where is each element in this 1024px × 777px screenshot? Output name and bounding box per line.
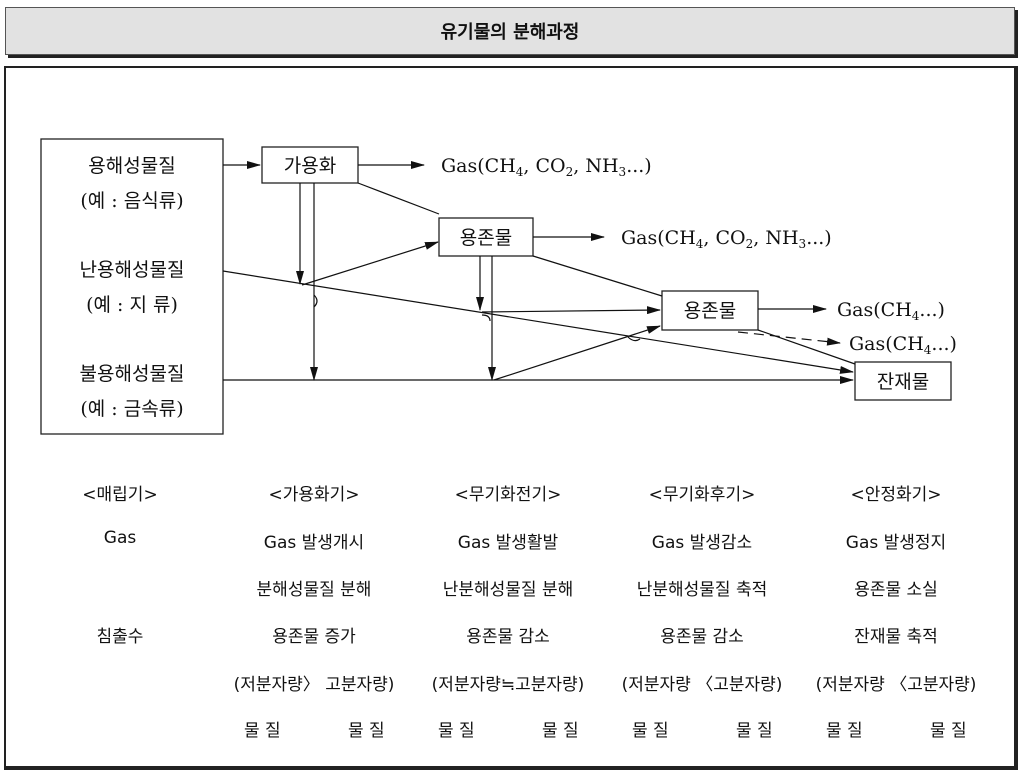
gas-label-1: Gas(CH4, CO2, NH3...) bbox=[441, 155, 652, 179]
hard-soluble-example: (예 : 지 류) bbox=[86, 294, 178, 316]
arrow-gas-4-dashed bbox=[737, 331, 841, 346]
stage-leachate: 용존물 감소 bbox=[466, 627, 550, 647]
stage-ratio: (저분자량 〈고분자량) bbox=[621, 675, 783, 695]
input-box bbox=[40, 138, 224, 435]
solubilization-box bbox=[261, 146, 359, 184]
stage-process: 난분해성물질 분해 bbox=[442, 580, 574, 600]
arrow-up-to-dissolved1 bbox=[301, 241, 439, 286]
insoluble-example: (예 : 금속류) bbox=[80, 398, 183, 420]
dissolved-box-1 bbox=[438, 217, 534, 257]
stage-header: <무기화후기> bbox=[648, 485, 756, 505]
decomposition-diagram: 용해성물질 (예 : 음식류) 난용해성물질 (예 : 지 류) 불용해성물질 … bbox=[40, 138, 957, 435]
residue-box bbox=[854, 361, 952, 401]
stage-leachate: 침출수 bbox=[96, 627, 144, 647]
ratio-left-unit: 물 질 bbox=[438, 721, 475, 741]
stage-ratio: (저분자량 〈고분자량) bbox=[815, 675, 977, 695]
dissolved-box-2 bbox=[661, 290, 759, 331]
dissolved-label-1: 용존물 bbox=[460, 227, 512, 249]
stage-header: <무기화전기> bbox=[454, 485, 562, 505]
line-d2-to-residue bbox=[757, 329, 856, 365]
insoluble-label: 불용해성물질 bbox=[80, 363, 185, 385]
stage-table: <매립기> Gas 침출수 <가용화기> Gas 발생개시 분해성물질 분해 용… bbox=[0, 470, 1024, 760]
ratio-left-unit: 물 질 bbox=[826, 721, 863, 741]
stage-header: <안정화기> bbox=[850, 485, 942, 505]
stage-leachate: 용존물 감소 bbox=[660, 627, 744, 647]
stage-gas: Gas bbox=[103, 528, 137, 548]
stage-leachate: 잔재물 축적 bbox=[854, 627, 938, 647]
stage-gas: Gas 발생감소 bbox=[651, 533, 753, 553]
solubilization-label: 가용화 bbox=[284, 155, 336, 177]
gas-label-4: Gas(CH4...) bbox=[849, 333, 957, 357]
line-d1-to-d2 bbox=[532, 255, 663, 297]
content-frame bbox=[4, 66, 1018, 770]
dissolved-label-2: 용존물 bbox=[684, 300, 736, 322]
stage-gas: Gas 발생정지 bbox=[845, 533, 947, 553]
ratio-right-unit: 물 질 bbox=[348, 721, 385, 741]
soluble-example: (예 : 음식류) bbox=[80, 190, 183, 212]
arrow-up-to-dissolved2 bbox=[493, 325, 661, 381]
ratio-right-unit: 물 질 bbox=[542, 721, 579, 741]
stage-header: <가용화기> bbox=[268, 485, 360, 505]
stage-ratio: (저분자량≒고분자량) bbox=[431, 675, 585, 695]
page-title: 유기물의 분해과정 bbox=[440, 22, 580, 43]
stage-header: <매립기> bbox=[82, 485, 158, 505]
residue-label: 잔재물 bbox=[877, 371, 929, 393]
stage-leachate: 용존물 증가 bbox=[272, 627, 356, 647]
crossing-hop-3 bbox=[627, 336, 641, 342]
hard-soluble-label: 난용해성물질 bbox=[80, 259, 185, 281]
line-sol-to-dissolved1 bbox=[357, 182, 440, 215]
title-bar: 유기물의 분해과정 bbox=[5, 7, 1015, 55]
stage-process: 난분해성물질 축적 bbox=[636, 580, 768, 600]
arrow-to-dissolved2 bbox=[481, 306, 661, 315]
soluble-label: 용해성물질 bbox=[88, 155, 175, 177]
ratio-left-unit: 물 질 bbox=[244, 721, 281, 741]
crossing-hop-2 bbox=[481, 314, 491, 322]
stage-process: 용존물 소실 bbox=[854, 580, 938, 600]
gas-label-3: Gas(CH4...) bbox=[837, 299, 945, 323]
stage-process: 분해성물질 분해 bbox=[256, 580, 372, 600]
crossing-hop-1 bbox=[313, 294, 318, 308]
ratio-left-unit: 물 질 bbox=[632, 721, 669, 741]
line-hard-soluble-diagonal bbox=[222, 270, 854, 374]
stage-ratio: (저분자량〉 고분자량) bbox=[233, 675, 395, 695]
stage-gas: Gas 발생개시 bbox=[263, 533, 365, 553]
ratio-right-unit: 물 질 bbox=[736, 721, 773, 741]
ratio-right-unit: 물 질 bbox=[930, 721, 967, 741]
gas-label-2: Gas(CH4, CO2, NH3...) bbox=[621, 227, 832, 251]
stage-gas: Gas 발생활발 bbox=[457, 533, 559, 553]
